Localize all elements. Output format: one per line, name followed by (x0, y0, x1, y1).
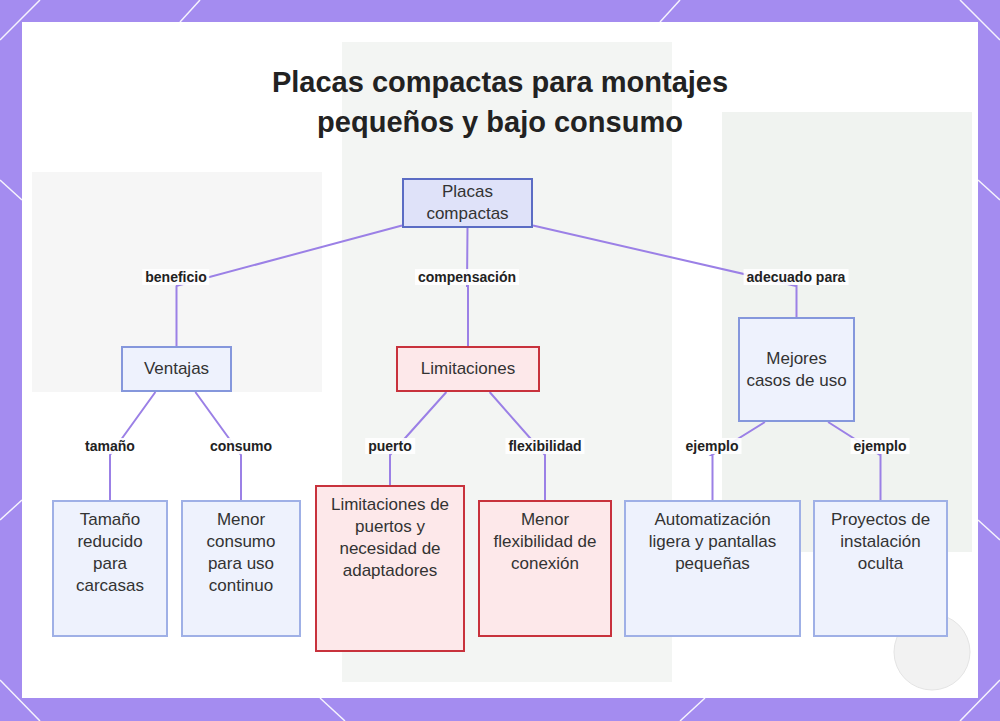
detail-box: Menor flexibilidad de conexión (478, 500, 612, 637)
edge-label: tamaño (82, 438, 138, 454)
edge-label: ejemplo (851, 438, 910, 454)
connector-line (712, 422, 765, 500)
node-text: Menor flexibilidad de conexión (480, 509, 610, 575)
connector-line (176, 226, 402, 347)
detail-box: Limitaciones de puertos y necesidad de a… (315, 485, 465, 652)
detail-box: Automatización ligera y pantallas pequeñ… (624, 500, 801, 637)
connector-line (467, 228, 468, 346)
edge-label: consumo (207, 438, 275, 454)
edge-label: ejemplo (683, 438, 742, 454)
edge-label: flexibilidad (505, 438, 584, 454)
node-text: Proyectos de instalación oculta (815, 509, 946, 575)
detail-box: Proyectos de instalación oculta (813, 500, 948, 637)
node-text: Ventajas (138, 358, 215, 380)
category-box: Mejores casos de uso (738, 317, 855, 422)
edge-label: puerto (365, 438, 415, 454)
diagram-title: Placas compactas para montajes pequeños … (200, 62, 800, 142)
node-text: Placas compactas (404, 181, 531, 225)
node-text: Menor consumo para uso continuo (183, 509, 299, 597)
detail-box: Menor consumo para uso continuo (181, 500, 301, 637)
detail-box: Tamaño reducido para carcasas (52, 500, 168, 637)
category-box: Limitaciones (396, 346, 540, 392)
node-text: Limitaciones de puertos y necesidad de a… (317, 494, 463, 582)
edge-label: adecuado para (744, 269, 849, 285)
connector-line (828, 422, 880, 500)
node-text: Mejores casos de uso (740, 348, 853, 392)
node-text: Automatización ligera y pantallas pequeñ… (626, 509, 799, 575)
edge-label: compensación (415, 269, 519, 285)
edge-label: beneficio (142, 269, 209, 285)
node-text: Tamaño reducido para carcasas (54, 509, 166, 597)
node-text: Limitaciones (415, 358, 522, 380)
category-box: Ventajas (121, 346, 232, 392)
root-box: Placas compactas (402, 178, 533, 228)
